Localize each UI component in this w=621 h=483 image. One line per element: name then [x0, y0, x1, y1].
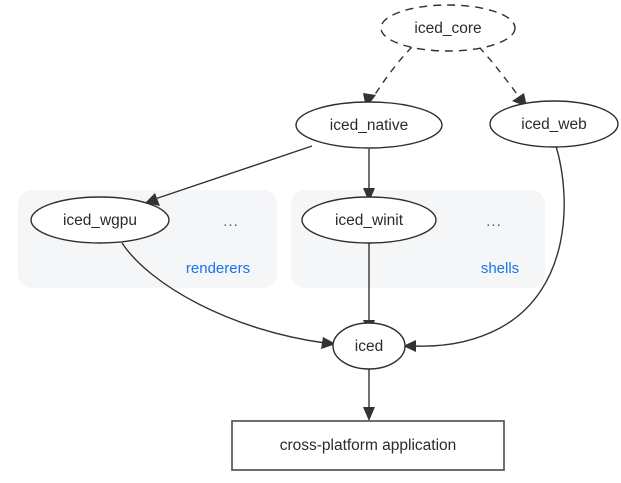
node-iced-native-shape[interactable] — [295, 101, 443, 149]
node-iced-core-shape[interactable] — [380, 4, 516, 52]
edge-iced-native-to-iced-winit-arrowhead — [363, 188, 375, 202]
node-iced-core-label: iced_core — [414, 20, 481, 37]
node-iced-native[interactable]: iced_native — [295, 101, 443, 149]
node-iced-web-label: iced_web — [521, 116, 587, 133]
edge-iced-native-to-iced-wgpu — [145, 145, 313, 206]
node-iced-shape[interactable] — [332, 322, 406, 370]
node-iced[interactable]: iced — [332, 322, 406, 370]
edge-iced-web-to-iced-arrowhead — [403, 340, 416, 352]
edge-iced-native-to-iced-wgpu-arrowhead — [145, 193, 160, 206]
node-iced-wgpu-shape[interactable] — [30, 196, 170, 244]
node-cross-platform-application-label: cross-platform application — [280, 437, 457, 454]
cluster-renderers-ellipsis: ... — [223, 213, 239, 230]
edge-iced-native-to-iced-winit — [363, 149, 375, 202]
edge-iced-core-to-iced-web — [478, 46, 527, 107]
node-iced-web[interactable]: iced_web — [489, 100, 619, 148]
node-iced-winit-label: iced_winit — [335, 212, 404, 229]
node-iced-winit[interactable]: iced_winit — [301, 196, 437, 244]
node-cross-platform-application[interactable]: cross-platform application — [231, 420, 505, 471]
edge-iced-core-to-iced-native — [363, 46, 413, 108]
edge-iced-web-to-iced-line — [413, 145, 565, 347]
edge-iced-wgpu-to-iced — [121, 242, 336, 349]
node-iced-label: iced — [355, 338, 383, 355]
edge-iced-core-to-iced-native-line — [371, 46, 413, 100]
edge-iced-core-to-iced-web-line — [478, 46, 521, 99]
node-iced-web-shape[interactable] — [489, 100, 619, 148]
cluster-renderers-label: renderers — [186, 260, 250, 277]
edge-iced-to-application — [363, 369, 375, 421]
node-iced-native-label: iced_native — [330, 117, 408, 134]
edge-iced-wgpu-to-iced-line — [121, 242, 326, 344]
node-iced-winit-shape[interactable] — [301, 196, 437, 244]
cluster-shells-ellipsis: ... — [486, 213, 502, 230]
cluster-shells-label: shells — [481, 260, 519, 277]
node-cross-platform-application-shape[interactable] — [231, 420, 505, 471]
edge-iced-wgpu-to-iced-arrowhead — [321, 337, 336, 349]
node-iced-core[interactable]: iced_core — [380, 4, 516, 52]
edge-iced-web-to-iced — [403, 145, 565, 352]
edge-iced-native-to-iced-wgpu-line — [154, 145, 313, 200]
edge-iced-to-application-arrowhead — [363, 407, 375, 421]
node-iced-wgpu-label: iced_wgpu — [63, 212, 137, 229]
node-iced-wgpu[interactable]: iced_wgpu — [30, 196, 170, 244]
